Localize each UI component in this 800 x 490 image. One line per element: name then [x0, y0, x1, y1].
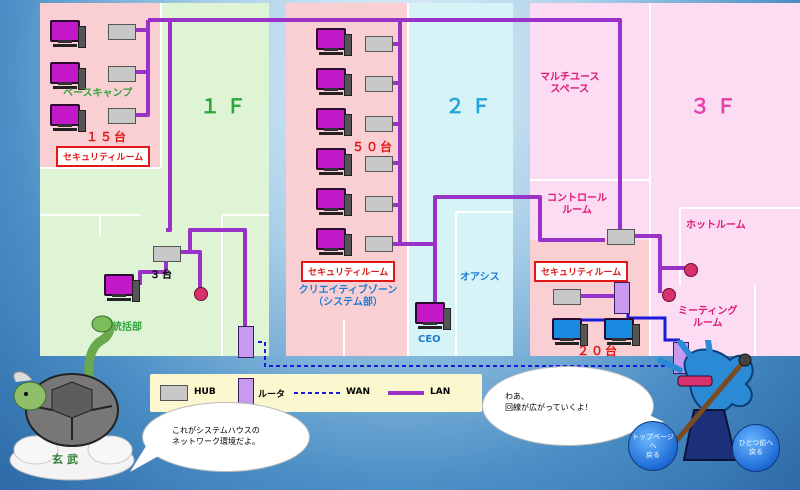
turtle-character: [9, 315, 135, 481]
hub-2f-3: [365, 156, 393, 172]
floor-2-label: ２Ｆ: [445, 94, 497, 118]
speech-bubble-right: [482, 366, 654, 446]
legend-hub-label: HUB: [194, 387, 216, 397]
room-multi-use: マルチユース スペース: [540, 72, 600, 96]
room-creative-line2: （システム部）: [313, 297, 383, 308]
security-room-1f: セキュリティルーム: [56, 146, 151, 167]
nav-back-line2: 戻る: [748, 448, 763, 456]
lan-cables: [134, 18, 690, 330]
pc-1f-b: [50, 62, 86, 90]
hub-2f-5: [365, 236, 393, 252]
speech-text-right-line2: 回線が広がっていくよ！: [505, 403, 593, 412]
floor-3-label: ３Ｆ: [690, 94, 742, 118]
lan-node-1f: [194, 287, 208, 301]
security-room-3f: セキュリティルーム: [534, 261, 629, 282]
legend-router-label: ルータ: [258, 390, 286, 400]
count-50: ５０台: [352, 140, 395, 154]
speech-text-left: これがシステムハウスの ネットワーク環境だよ。: [172, 425, 260, 447]
hub-2f-2: [365, 116, 393, 132]
hub-1f-b: [108, 66, 136, 82]
lan-legend-line: [388, 391, 424, 395]
room-creative: クリエイティブゾーン （システム部）: [290, 285, 406, 309]
room-meeting-line2: ルーム: [692, 318, 723, 329]
hub-2f-4: [365, 196, 393, 212]
pc-3f-a: [552, 318, 588, 346]
room-base-camp: ベースキャンプ: [63, 88, 133, 99]
speech-text-right: わあ、 回線が広がっていくよ！: [505, 391, 593, 413]
room-creative-line1: クリエイティブゾーン: [298, 285, 398, 296]
hub-2f-0: [365, 36, 393, 52]
lan-node-3f-meeting: [662, 288, 676, 302]
hub-icon: [160, 385, 188, 401]
nav-top-line3: 戻る: [646, 450, 660, 459]
nav-back-line1: ひとつ前へ: [738, 439, 774, 447]
router-3f-security: [614, 282, 630, 314]
pc-3f-b: [604, 318, 640, 346]
nav-top-page-button[interactable]: トップページ へ 戻る: [628, 421, 678, 471]
pc-1f-admin: [104, 274, 140, 302]
pc-2f-4: [316, 188, 352, 216]
room-meeting-line1: ミーティング: [678, 306, 738, 317]
room-control-line2: ルーム: [562, 205, 592, 216]
pc-2f-ceo: [415, 302, 451, 330]
room-control-line1: コントロール: [547, 193, 607, 204]
pc-2f-2: [316, 108, 352, 136]
lan-node-3f-hot: [684, 263, 698, 277]
pc-2f-0: [316, 28, 352, 56]
nav-top-line1: トップページ: [632, 432, 674, 441]
room-multi-line2: スペース: [550, 84, 590, 95]
room-meeting: ミーティング ルーム: [678, 306, 737, 330]
floor-2-security-zone: [286, 3, 408, 356]
floor-1-label: １Ｆ: [200, 94, 252, 118]
wan-legend-line: [294, 392, 340, 394]
room-hot: ホットルーム: [686, 220, 746, 231]
room-oasis: オアシス: [460, 272, 500, 283]
pc-2f-5: [316, 228, 352, 256]
hub-1f-c: [108, 108, 136, 124]
hub-1f-a: [108, 24, 136, 40]
pc-2f-1: [316, 68, 352, 96]
nav-top-line2: へ: [649, 441, 657, 450]
count-3: ３台: [150, 270, 174, 281]
security-room-2f: セキュリティルーム: [301, 261, 396, 282]
hub-1f-admin: [153, 246, 181, 262]
room-admin: 統括部: [112, 322, 142, 333]
count-15: １５台: [86, 130, 129, 144]
room-control: コントロール ルーム: [547, 193, 607, 217]
speech-bubble-left-tail: [130, 446, 162, 472]
speech-text-left-line1: これがシステムハウスの: [172, 426, 260, 435]
speech-bubble-left: [142, 402, 310, 472]
pc-1f-a: [50, 20, 86, 48]
hub-2f-1: [365, 76, 393, 92]
hub-3f-security: [553, 289, 581, 305]
legend-wan-label: WAN: [346, 387, 371, 397]
pc-1f-c: [50, 104, 86, 132]
speech-text-right-line1: わあ、: [505, 392, 529, 401]
speech-text-left-line2: ネットワーク環境だよ。: [172, 437, 260, 446]
legend-lan-label: LAN: [430, 387, 451, 397]
count-20: ２０台: [577, 344, 620, 358]
pc-2f-3: [316, 148, 352, 176]
warrior-character: [657, 340, 754, 462]
nav-back-button[interactable]: ひとつ前へ 戻る: [732, 424, 780, 472]
room-ceo: CEO: [418, 334, 441, 345]
router-1f: [238, 326, 254, 358]
character-name-label: 玄武: [52, 453, 82, 466]
room-multi-line1: マルチユース: [540, 72, 600, 83]
hub-3f-control: [607, 229, 635, 245]
